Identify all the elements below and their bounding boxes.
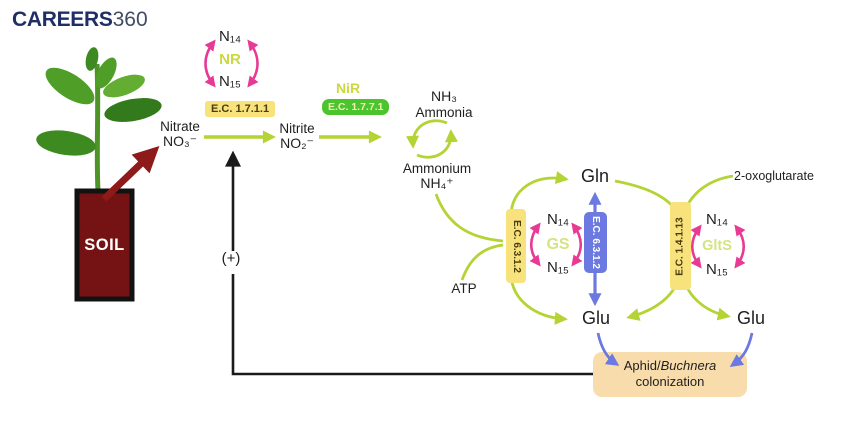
ammonia-to-ammonium-arc [406,119,448,149]
isotope-exchange-arrows [204,39,746,269]
glts-n15-label: N₁₅ [706,261,728,278]
nr-ec-number: E.C. 1.7.1.1 [205,101,276,117]
careers360-logo: CAREERS360 [12,8,148,32]
nr-pink-arc-right [247,39,259,88]
aphid-colonization-box [593,352,747,397]
nitrate-name: Nitrate [160,119,200,134]
gln-label: Gln [580,166,609,186]
gs-pink-arc-left [529,222,541,267]
soil-label: SOIL [84,235,125,254]
gs-ec-left-text: E.C. 6.3.1.2 [510,219,522,273]
glts-pink-arc-right [734,224,746,269]
glu-left-label: Glu [581,308,610,328]
gs-pink-arc-right [571,222,583,267]
ammonium-name: Ammonium [402,161,472,176]
ammonium-to-ammonia-arc [416,129,458,159]
oxoglutarate-label: 2-oxoglutarate [734,169,814,183]
ammonium-to-gs-curve [434,193,504,243]
nr-n14-label: N₁₄ [218,28,242,45]
glts-ec-box: E.C. 1.4.1.13 [670,202,691,290]
nitrite-formula: NO₂⁻ [280,135,314,152]
soil-pot [74,188,135,302]
glts-pink-arc-left [690,224,702,269]
buchnera-italic: Buchnera [660,358,717,373]
nitrite-label: Nitrite NO₂⁻ [266,121,328,152]
ammonia-label: NH₃ Ammonia [407,88,481,120]
nr-pink-arc-left [204,39,216,88]
atp-label: ATP [451,281,477,296]
glts-n14-label: N₁₄ [705,211,729,228]
gs-ec-right-text: E.C. 6.3.1.2 [590,216,601,269]
gs-n14-label: N₁₄ [546,211,570,228]
soil-to-nitrate-arrow [101,146,160,202]
glu-right-to-aphid-arrow [729,332,754,367]
glts-ec-text: E.C. 1.4.1.13 [675,216,686,276]
feedback-line [231,274,593,376]
aphid-colonization-text: Aphid/Buchnera colonization [593,358,747,391]
gs-to-glu-arc [509,275,568,325]
nitrate-formula: NO₃⁻ [162,133,198,150]
nir-enzyme-label: NiR [335,80,361,96]
atp-to-gs-curve [460,243,504,281]
nr-enzyme-label: NR [219,51,241,68]
glts-enzyme-label: GltS [702,238,732,254]
gs-to-gln-arc [509,171,569,217]
plant-illustration [36,47,162,192]
plus-feedback-label: (+) [221,250,241,267]
gs-n15-label: N₁₅ [547,259,569,276]
gs-ec-box-right: E.C. 6.3.1.2 [584,212,607,273]
ammonium-label: Ammonium NH₄⁺ [400,161,474,192]
gs-enzyme-label: GS [546,236,570,253]
ammonium-formula: NH₄⁺ [420,175,454,192]
logo-360: 360 [112,8,148,31]
nitrate-label: Nitrate NO₃⁻ [148,119,212,150]
colonization-text: colonization [635,374,705,390]
nir-ec-number: E.C. 1.7.7.1 [322,99,390,115]
nitrite-name: Nitrite [279,121,315,136]
glu-left-to-aphid-arrow [596,332,620,366]
nr-n15-label: N₁₅ [219,73,241,90]
ammonia-name: Ammonia [415,104,473,120]
glu-right-label: Glu [736,308,765,328]
ammonia-formula: NH₃ [431,88,457,104]
logo-careers: CAREERS [12,8,113,31]
gs-ec-box-left: E.C. 6.3.1.2 [506,209,526,283]
aphid-prefix: Aphid/ [623,358,661,373]
